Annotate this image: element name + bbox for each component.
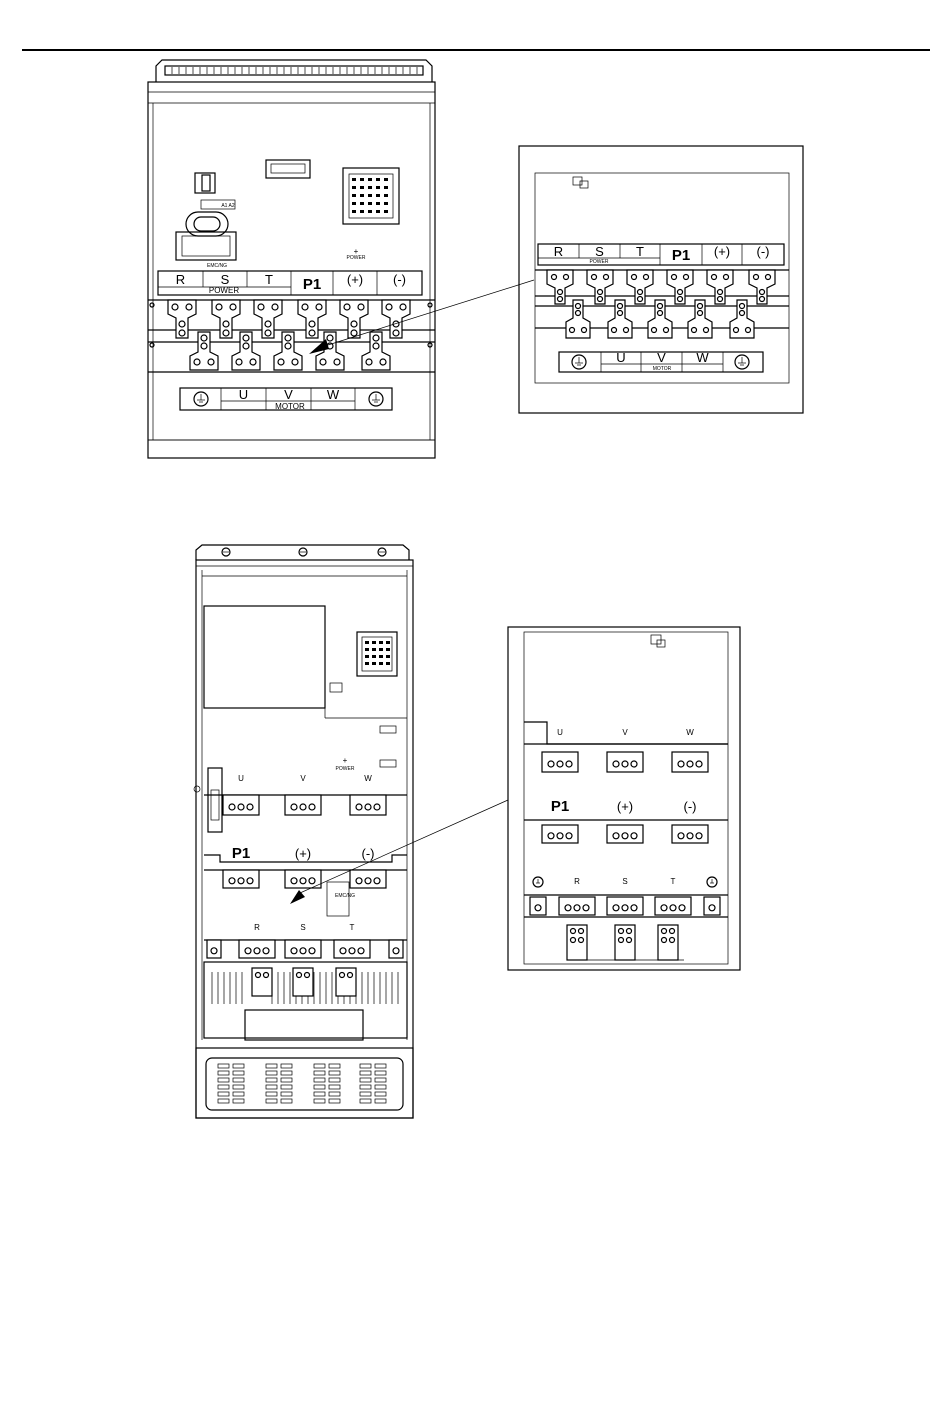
motor-terminal-label-0: U [239,387,248,402]
terminal-lug [285,795,321,815]
svg-text:POWER: POWER [336,766,355,772]
terminal-lug [350,870,386,888]
svg-text:EMC/NG: EMC/NG [207,263,227,269]
detail-power-terminal-label-2: T [636,244,644,259]
detail-power-terminal-label-5: (-) [757,244,770,259]
detail-cabinet-power-label-2: T [671,877,676,886]
power-terminal-label-1: S [221,272,230,287]
cabinet-dc-label-0: P1 [232,845,250,862]
motor-terminal-label-1: V [284,387,293,402]
detail-cabinet-power-label-1: S [622,877,627,886]
cabinet-dc-label-2: (-) [362,846,375,861]
detail-cabinet-power-label-0: R [574,877,580,886]
power-terminal-label-5: (-) [393,272,406,287]
cabinet-power-label-2: T [350,923,355,932]
cabinet-motor-label-2: W [364,774,372,783]
detail-power-caption: POWER [590,259,609,265]
terminal-lug [655,897,691,915]
power-terminal-label-0: R [176,272,185,287]
terminal-lug [285,940,321,958]
detail-motor-terminal-label-2: W [696,350,709,365]
detail-cabinet-dc-label-1: (+) [617,799,633,814]
motor-terminal-label-2: W [327,387,340,402]
terminal-lug [530,897,546,915]
detail-cabinet-dc-label-2: (-) [684,799,697,814]
top-detail-callout: R S T P1 (+) (-) POWER U V W MOTOR [519,146,803,413]
terminal-lug [704,897,720,915]
svg-text:A1 A2: A1 A2 [221,203,235,209]
detail-cabinet-motor-label-2: W [686,728,694,737]
terminal-lug [350,795,386,815]
detail-cabinet-motor-label-0: U [557,728,563,737]
cabinet-power-label-1: S [300,923,305,932]
terminal-lug [542,752,578,772]
fuse [336,968,356,996]
terminal-lug [607,752,643,772]
detail-power-terminal-label-1: S [595,244,604,259]
fuse [252,968,272,996]
terminal-lug [207,940,221,958]
terminal-lug [607,897,643,915]
detail-motor-caption: MOTOR [653,366,672,372]
terminal-lug [672,825,708,843]
detail-cabinet-dc-label-0: P1 [551,798,569,815]
terminal-lug [223,870,259,888]
svg-text:+: + [354,247,359,256]
terminal-lug [607,825,643,843]
svg-text:EMC/NG: EMC/NG [335,893,355,899]
terminal-lug [559,897,595,915]
terminal-lug [285,870,321,888]
detail-motor-terminal-label-1: V [657,350,666,365]
svg-text:+: + [343,756,348,765]
terminal-lug [334,940,370,958]
terminal-lug [239,940,275,958]
cabinet-motor-label-1: V [300,774,306,783]
detail-power-terminal-label-0: R [554,244,563,259]
cabinet-dc-label-1: (+) [295,846,311,861]
terminal-lug [389,940,403,958]
power-terminal-label-4: (+) [347,272,363,287]
fuse [293,968,313,996]
cabinet-power-label-0: R [254,923,260,932]
power-terminal-label-2: T [265,272,273,287]
detail-power-terminal-label-4: (+) [714,244,730,259]
detail-power-terminal-label-3: P1 [672,247,690,264]
detail-motor-terminal-label-0: U [616,350,625,365]
cabinet-motor-label-0: U [238,774,244,783]
terminal-lug [542,825,578,843]
terminal-lug [223,795,259,815]
bottom-detail-callout: U V W P1 (+) (-) R S T [508,627,740,970]
power-caption: POWER [209,286,239,295]
motor-caption: MOTOR [275,402,305,411]
power-terminal-label-3: P1 [303,276,321,293]
detail-cabinet-motor-label-1: V [622,728,628,737]
bottom-callout-line [300,800,508,893]
bottom-drive-enclosure: POWER + U V W P1 (+) (-) EMC/NG R S T [194,545,413,1118]
terminal-lug [672,752,708,772]
